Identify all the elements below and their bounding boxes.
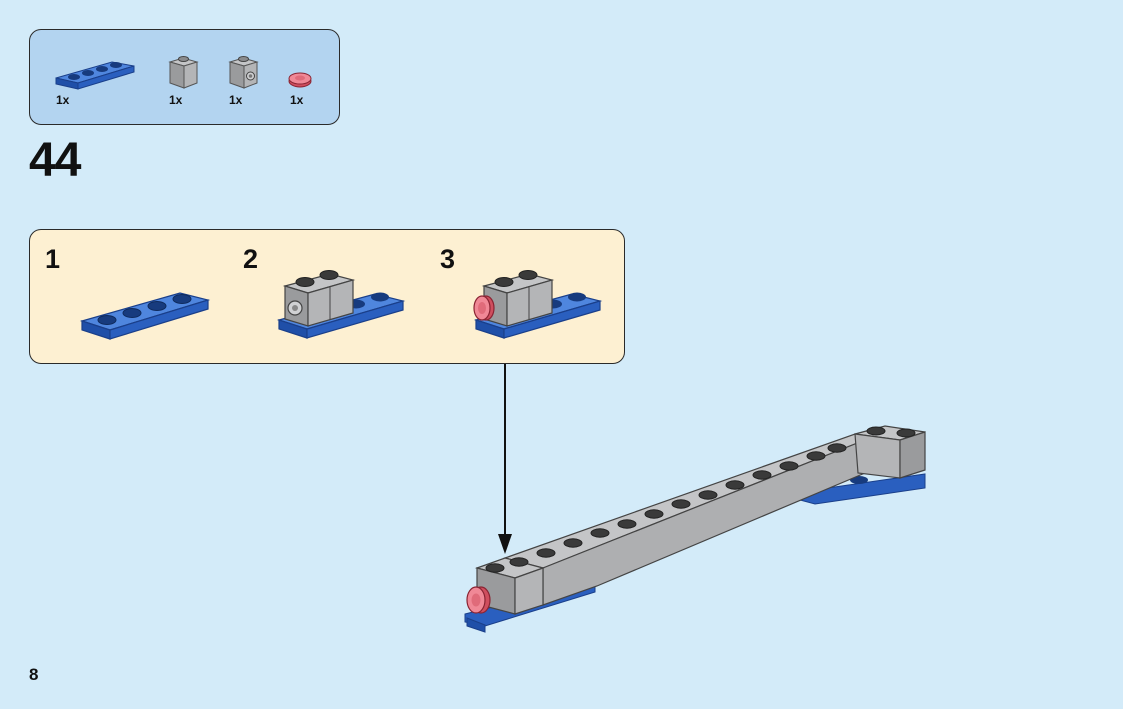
parts-list-box: 1x 1x 1x 1x <box>29 29 340 125</box>
page-number: 8 <box>29 665 39 684</box>
part-qty: 1x <box>290 93 304 107</box>
part-gray-brick-1x1 <box>168 56 199 89</box>
substep-label: 2 <box>243 244 259 274</box>
part-trans-red-round-tile <box>288 72 312 88</box>
substep-3-model <box>473 270 603 339</box>
substep-label: 1 <box>45 244 61 274</box>
substep-2-model <box>276 270 406 339</box>
part-qty: 1x <box>229 93 243 107</box>
part-gray-brick-1x1-with-clip <box>228 56 259 89</box>
main-model-assembly <box>464 425 926 633</box>
placement-arrow <box>498 364 512 554</box>
substep-1-model <box>79 292 211 340</box>
part-blue-plate-1x4 <box>55 61 135 90</box>
substep-callout: 1 2 3 <box>29 229 625 364</box>
part-qty: 1x <box>56 93 70 107</box>
step-number: 44 <box>29 134 81 187</box>
substep-label: 3 <box>440 244 456 274</box>
part-qty: 1x <box>169 93 183 107</box>
